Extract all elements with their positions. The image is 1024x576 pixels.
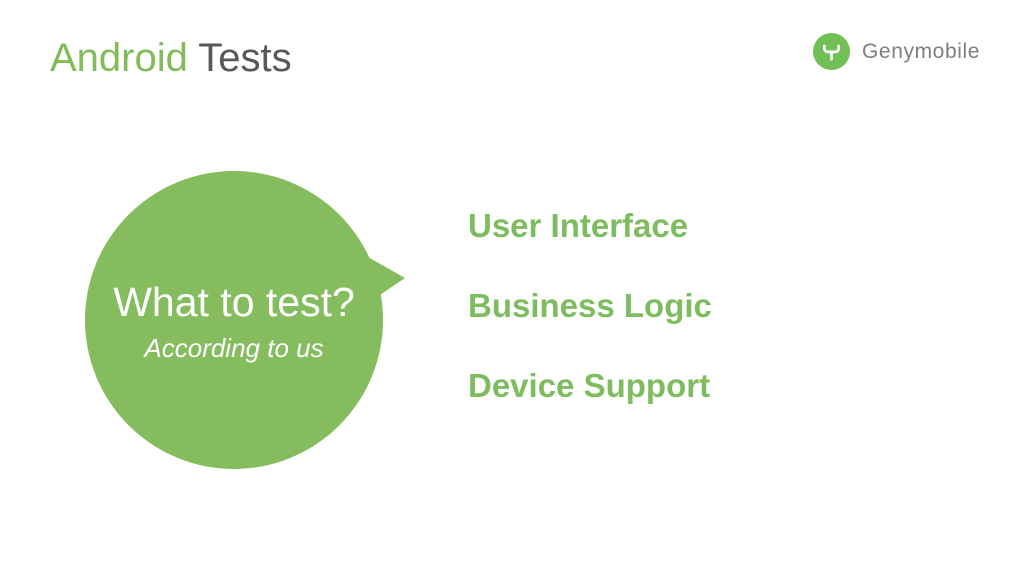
bubble-subheading: According to us xyxy=(144,333,324,363)
page-title: Android Tests xyxy=(50,36,292,81)
speech-bubble-text: What to test? According to us xyxy=(84,168,384,364)
speech-bubble: What to test? According to us xyxy=(83,168,408,472)
list-item: Device Support xyxy=(468,367,711,404)
list-item: Business Logic xyxy=(468,287,712,324)
genymobile-icon xyxy=(813,33,850,70)
brand-logo: Genymobile xyxy=(813,33,980,70)
topic-list: User Interface Business Logic Device Sup… xyxy=(468,209,712,449)
page-title-rest: Tests xyxy=(187,36,292,80)
page-title-highlight: Android xyxy=(50,36,188,80)
bubble-heading: What to test? xyxy=(113,279,355,325)
brand-name: Genymobile xyxy=(862,39,981,63)
list-item: User Interface xyxy=(468,207,689,244)
speech-bubble-shape xyxy=(85,171,405,469)
